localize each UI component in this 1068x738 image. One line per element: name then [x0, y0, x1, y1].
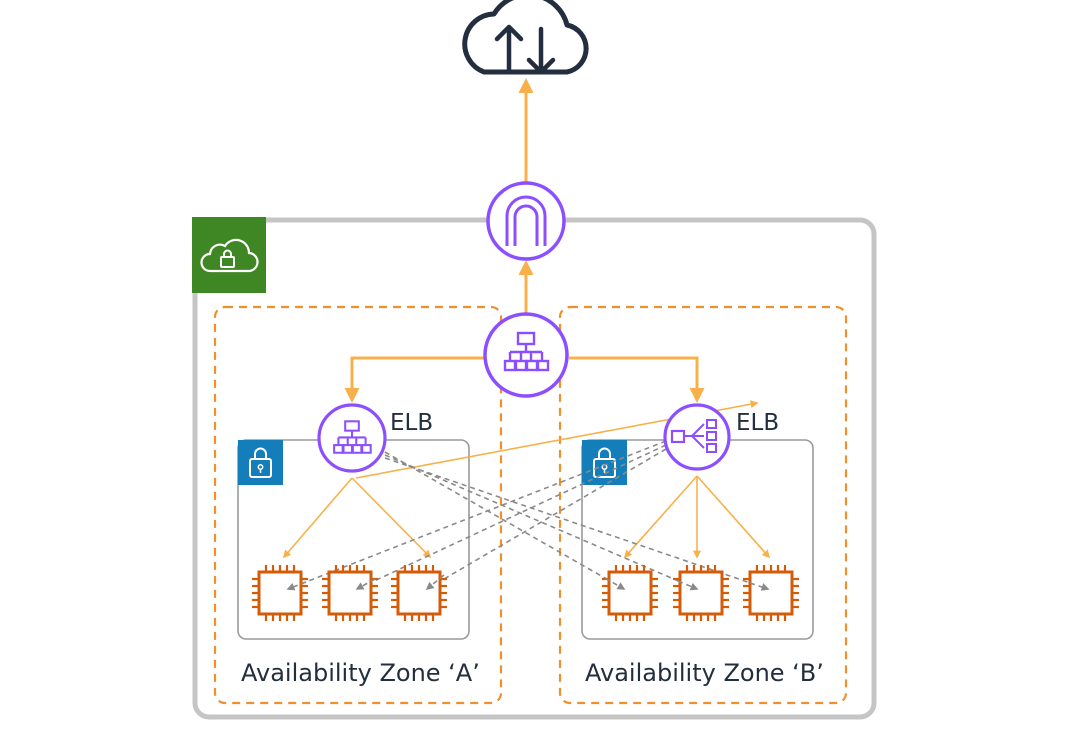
availability-zone-b-label: Availability Zone ‘B’	[585, 659, 824, 687]
ec2-instance-icon	[250, 563, 310, 623]
vpc-badge	[192, 217, 266, 293]
vpc-cloud-lock-icon	[200, 238, 259, 273]
cross-zone-dashed-arrows	[286, 440, 770, 591]
ec2-instance-icon	[389, 563, 449, 623]
ec2-instance-icon	[671, 563, 731, 623]
ec2-instance-icon	[600, 563, 660, 623]
availability-zone-a-boundary	[213, 305, 503, 705]
top-lb-to-elb-b-arrow	[569, 356, 705, 403]
network-load-balancer-icon	[663, 403, 731, 471]
ec2-instance-icon	[320, 563, 380, 623]
subnet-b-badge	[582, 440, 627, 485]
elb-b-label: ELB	[736, 410, 780, 436]
elb-b-fanout	[623, 475, 771, 559]
internet-gateway-icon	[486, 181, 566, 261]
availability-zone-a-label: Availability Zone ‘A’	[241, 659, 480, 687]
cloud-upload-download-icon	[462, 0, 589, 75]
ec2-instance-icon	[741, 563, 801, 623]
private-subnet-lock-icon	[249, 447, 272, 478]
elb-a-load-balancer-icon	[317, 403, 387, 473]
top-lb-to-elb-a-arrow	[344, 356, 484, 403]
vpc-boundary	[192, 217, 877, 720]
application-load-balancer-icon	[483, 312, 569, 398]
elb-a-label: ELB	[390, 410, 434, 436]
subnet-a-badge	[238, 440, 283, 485]
dashed-arrow-tips	[286, 574, 770, 591]
availability-zone-b-boundary	[558, 305, 848, 705]
